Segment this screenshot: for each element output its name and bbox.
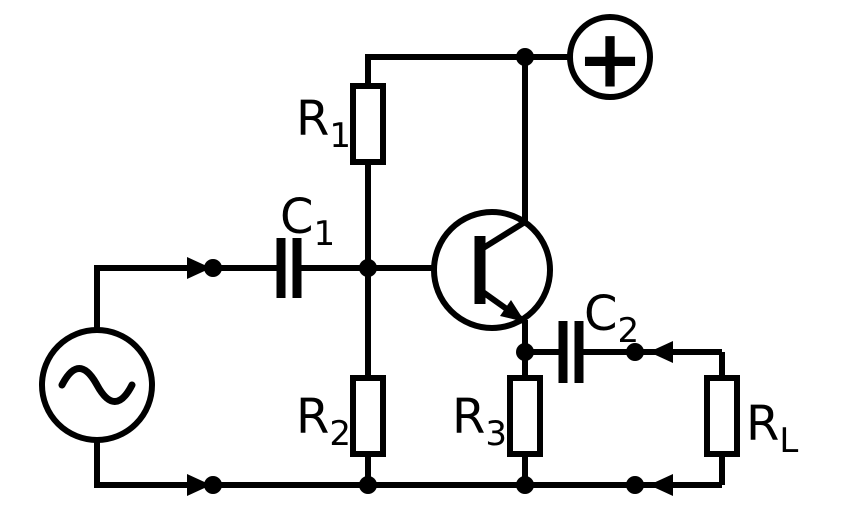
resistor-r3-body	[507, 375, 543, 457]
resistor-rl-body	[704, 375, 740, 457]
label-r1-sub: 1	[329, 116, 351, 156]
supply-circle	[567, 14, 653, 100]
junction-dots	[204, 48, 644, 494]
label-r3: R3	[452, 389, 507, 454]
label-c1-sub: 1	[314, 214, 336, 254]
supply-terminal: +	[567, 13, 653, 106]
junction-dot	[516, 343, 534, 361]
wire-input-bottom	[94, 438, 213, 488]
label-rl-sub: L	[779, 421, 798, 461]
label-r2-base: R	[296, 389, 329, 445]
arrow-left-icon	[649, 474, 673, 496]
port-arrows	[187, 257, 673, 496]
plus-icon: +	[576, 13, 643, 106]
transistor	[431, 209, 553, 331]
label-r2: R2	[296, 389, 351, 454]
label-rl: RL	[746, 396, 798, 461]
label-c2: C2	[584, 286, 639, 351]
junction-dot	[359, 476, 377, 494]
component-labels: R1 C1 R2 R3 C2 RL	[280, 91, 798, 461]
arrow-right-icon	[187, 257, 211, 279]
junction-dot	[204, 259, 222, 277]
arrow-left-icon	[649, 341, 673, 363]
emitter-arrow-icon	[500, 300, 525, 322]
junction-dot	[626, 476, 644, 494]
junction-dot	[626, 343, 644, 361]
label-r3-base: R	[452, 389, 485, 445]
arrow-right-icon	[187, 474, 211, 496]
junction-dot	[204, 476, 222, 494]
label-r1: R1	[296, 91, 351, 156]
capacitor-c2	[558, 321, 584, 383]
wire-top-rail	[365, 54, 570, 88]
wire-input-top	[94, 265, 205, 332]
label-rl-base: R	[746, 396, 779, 452]
label-r2-sub: 2	[329, 414, 351, 454]
resistor-r2-body	[350, 375, 386, 457]
label-c2-sub: 2	[618, 311, 640, 351]
ac-source	[39, 327, 155, 443]
capacitor-c1	[276, 238, 302, 298]
transistor-circle	[431, 209, 553, 331]
label-c1-base: C	[280, 189, 314, 245]
junction-dot	[516, 48, 534, 66]
label-r3-sub: 3	[485, 414, 507, 454]
sine-wave-icon	[58, 365, 136, 405]
junction-dot	[516, 476, 534, 494]
transistor-collector-line	[478, 219, 527, 253]
label-c1: C1	[280, 189, 335, 254]
junction-dot	[359, 259, 377, 277]
resistor-r1-body	[350, 83, 386, 165]
label-r1-base: R	[296, 91, 329, 147]
label-c2-base: C	[584, 286, 618, 342]
